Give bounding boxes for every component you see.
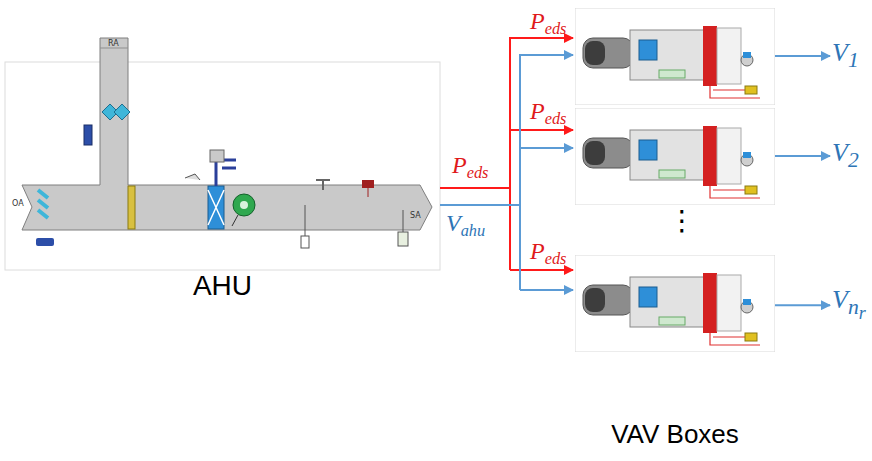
- vav-box-1: [575, 8, 775, 105]
- flow-symbol: Vahu: [446, 210, 485, 236]
- flow-symbol: V2: [832, 138, 859, 167]
- flow-symbol: V1: [832, 38, 859, 67]
- flow-connector: [775, 155, 830, 157]
- ahu-frame: [5, 62, 440, 270]
- flow-output: V1: [832, 39, 859, 73]
- flow-connector: [775, 304, 830, 306]
- pressure-symbol: Peds: [452, 152, 488, 178]
- duct-tag: RA: [108, 40, 119, 49]
- duct-tag: OA: [12, 200, 24, 209]
- pressure-symbol: Peds: [530, 98, 566, 124]
- ellipsis: ⋮: [668, 206, 696, 237]
- flow-output: Vnr: [832, 286, 866, 324]
- pressure-symbol: Peds: [530, 238, 566, 264]
- vav-box-3: [575, 255, 775, 352]
- flow-connector: [775, 55, 830, 57]
- flow-symbol: Vnr: [832, 285, 866, 314]
- flow-connector: [440, 38, 573, 188]
- flow-output: V2: [832, 139, 859, 173]
- unit-title: AHU: [5, 270, 440, 302]
- pressure-symbol: Peds: [530, 8, 566, 34]
- ahu-drawing: [22, 38, 432, 248]
- vav-box-2: [575, 108, 775, 205]
- flow-connector: [440, 55, 573, 205]
- duct-tag: SA: [410, 212, 421, 221]
- flow-branches: [520, 148, 573, 290]
- unit-title: VAV Boxes: [575, 419, 775, 450]
- ahu-unit: AHU: [5, 62, 440, 302]
